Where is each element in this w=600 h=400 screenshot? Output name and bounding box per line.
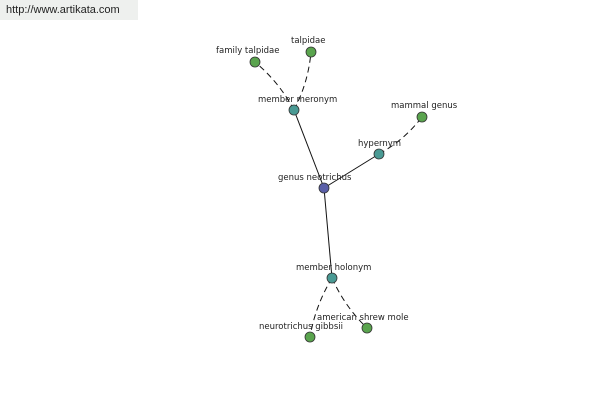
watermark-url: http://www.artikata.com [0,0,138,20]
label-hypernym: hypernym [358,139,401,149]
label-shrewmole: american shrew mole [317,313,409,323]
label-gibbsii: neurotrichus gibbsii [259,322,343,332]
label-family: family talpidae [216,46,279,56]
label-mammal: mammal genus [391,101,458,111]
label-talpidae: talpidae [291,36,326,46]
node-holonym[interactable] [326,272,338,284]
label-meronym: member meronym [258,95,337,105]
node-root[interactable] [318,182,330,194]
graph-nodes [249,46,428,343]
node-mammal[interactable] [416,111,428,123]
label-holonym: member holonym [296,263,371,273]
node-hypernym[interactable] [373,148,385,160]
label-root: genus neotrichus [278,173,352,183]
edge-root-hypernym [323,153,380,189]
edge-root-meronym [293,109,325,189]
node-talpidae[interactable] [305,46,317,58]
node-gibbsii[interactable] [304,331,316,343]
node-meronym[interactable] [288,104,300,116]
edge-root-holonym [323,187,333,279]
node-shrewmole[interactable] [361,322,373,334]
graph-labels: genus neotrichus member meronym hypernym me… [216,36,458,332]
node-family[interactable] [249,56,261,68]
